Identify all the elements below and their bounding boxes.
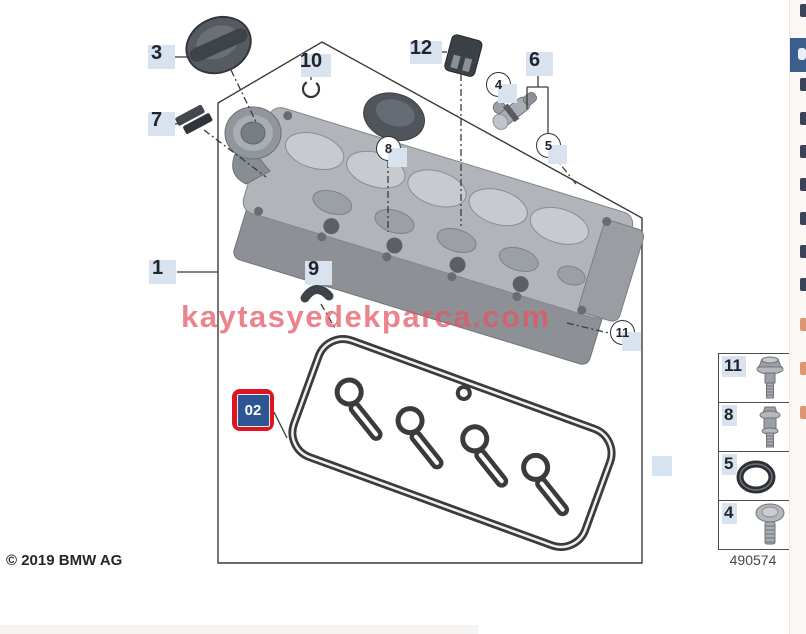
diagram-number: 490574 bbox=[729, 552, 777, 568]
callout-1[interactable]: 1 bbox=[149, 257, 176, 284]
cylinder-head-cover bbox=[233, 92, 645, 365]
list-item[interactable] bbox=[790, 318, 806, 332]
oil-filler-cap bbox=[185, 16, 252, 75]
part-ref-label: 11 bbox=[722, 356, 746, 377]
clipped-content bbox=[800, 245, 806, 258]
hover-marker bbox=[652, 456, 672, 476]
o-ring-icon bbox=[736, 460, 776, 494]
part-thumbnail-row-11[interactable]: 11 bbox=[719, 354, 789, 403]
callout-highlight bbox=[548, 145, 567, 164]
list-item-selected[interactable] bbox=[790, 38, 806, 72]
part-ref-label: 4 bbox=[722, 503, 738, 524]
list-item[interactable] bbox=[790, 112, 806, 126]
part-ref-label: 5 bbox=[722, 454, 738, 475]
callout-8[interactable]: 8 bbox=[376, 136, 407, 167]
combination-screw-icon bbox=[756, 356, 784, 399]
clipped-content bbox=[798, 48, 806, 60]
clipped-content bbox=[800, 78, 806, 91]
vent-elbow bbox=[300, 285, 334, 303]
list-item[interactable] bbox=[790, 178, 806, 192]
clipped-content bbox=[800, 4, 806, 17]
watermark: kaytasyedekparca.com bbox=[181, 299, 551, 334]
callout-11[interactable]: 11 bbox=[610, 320, 641, 351]
related-parts-panel: 11 8 5 bbox=[718, 353, 790, 550]
cropped-side-list bbox=[789, 0, 806, 634]
part-thumbnail-row-8[interactable]: 8 bbox=[719, 403, 789, 452]
clipped-content bbox=[800, 112, 806, 125]
list-item[interactable] bbox=[790, 245, 806, 259]
camshaft-sensor bbox=[492, 91, 538, 130]
rubber-buffer bbox=[444, 34, 483, 77]
callout-highlight bbox=[622, 332, 641, 351]
part-thumbnail-row-5[interactable]: 5 bbox=[719, 452, 789, 501]
part1-boundary-box bbox=[217, 41, 643, 564]
list-item[interactable] bbox=[790, 78, 806, 92]
callout-12[interactable]: 12 bbox=[410, 37, 442, 64]
part-ref-label: 8 bbox=[722, 405, 738, 426]
oil-filler-neck bbox=[224, 106, 282, 185]
callout-3[interactable]: 3 bbox=[148, 42, 175, 69]
callout-7[interactable]: 7 bbox=[148, 109, 175, 136]
clipped-content bbox=[800, 362, 806, 375]
list-item[interactable] bbox=[790, 212, 806, 226]
part-thumbnail-row-4[interactable]: 4 bbox=[719, 501, 789, 549]
circlip bbox=[301, 79, 321, 99]
callout-highlight bbox=[388, 148, 407, 167]
clipped-content bbox=[800, 406, 806, 419]
clipped-content bbox=[800, 278, 806, 291]
round-head-screw-icon bbox=[755, 503, 785, 545]
callout-highlight bbox=[498, 84, 517, 103]
callout-5[interactable]: 5 bbox=[536, 133, 567, 164]
bottom-scroll-bar[interactable] bbox=[0, 625, 478, 634]
clipped-content bbox=[800, 318, 806, 331]
list-item[interactable] bbox=[790, 406, 806, 420]
list-item[interactable] bbox=[790, 362, 806, 376]
valve-cover-gasket bbox=[288, 335, 616, 551]
clipped-content bbox=[800, 145, 806, 158]
callout-9[interactable]: 9 bbox=[305, 258, 332, 285]
selected-part-badge[interactable]: 02 bbox=[232, 389, 274, 431]
selected-part-number: 02 bbox=[236, 393, 270, 427]
list-item[interactable] bbox=[790, 145, 806, 159]
list-item[interactable] bbox=[790, 4, 806, 18]
callout-6[interactable]: 6 bbox=[526, 49, 553, 76]
callout-10[interactable]: 10 bbox=[300, 50, 331, 77]
copyright-notice: © 2019 BMW AG bbox=[6, 552, 123, 569]
callout-4[interactable]: 4 bbox=[486, 72, 517, 103]
retaining-clip bbox=[175, 104, 213, 134]
stud-bolt-icon bbox=[759, 406, 781, 448]
clipped-content bbox=[800, 178, 806, 191]
list-item[interactable] bbox=[790, 278, 806, 292]
clipped-content bbox=[800, 212, 806, 225]
exploded-diagram bbox=[167, 16, 645, 564]
